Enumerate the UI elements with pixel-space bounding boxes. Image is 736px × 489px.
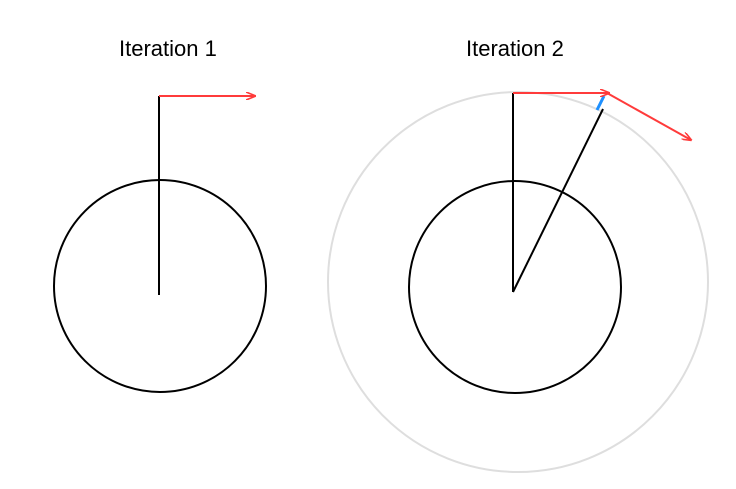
iteration-1-panel: [53, 96, 267, 393]
iteration-2-red-arrow-diagonal: [606, 92, 691, 140]
iteration-2-panel: [327, 92, 709, 473]
iteration-2-blue-segment: [595, 95, 606, 111]
iteration-1-title: Iteration 1: [119, 36, 217, 61]
iteration-2-circle: [408, 180, 622, 394]
iteration-2-diagonal-line: [512, 108, 604, 293]
iteration-2-title: Iteration 2: [466, 36, 564, 61]
